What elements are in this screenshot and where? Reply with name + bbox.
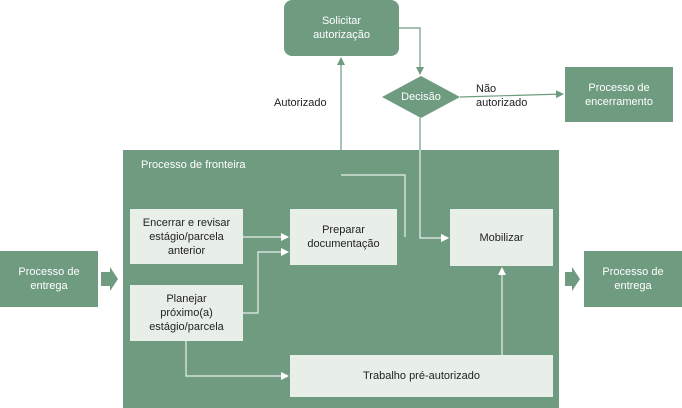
decisao-label: Decisão (401, 91, 441, 103)
encerrar-revisar-node[interactable]: Encerrar e revisar estágio/parcela anter… (130, 209, 243, 264)
processo-entrega-right-node[interactable]: Processo de entrega (584, 251, 682, 307)
mobilizar-node[interactable]: Mobilizar (450, 209, 553, 266)
solicitar-autorizacao-node[interactable]: Solicitar autorização (284, 0, 399, 56)
edge-decisao-to-mobilizar (419, 118, 449, 242)
trabalho-pre-autorizado-node[interactable]: Trabalho pré-autorizado (290, 355, 553, 397)
planejar-node[interactable]: Planejar próximo(a) estágio/parcela (130, 285, 243, 341)
boundary-process-title: Processo de fronteira (141, 159, 246, 171)
edge-planejar-to-trabalho (185, 341, 289, 380)
processo-entrega-left-node[interactable]: Processo de entrega (0, 251, 98, 307)
decisao-diamond[interactable] (382, 76, 460, 118)
autorizado-label: Autorizado (274, 97, 327, 109)
processo-encerramento-node[interactable]: Processo de encerramento (565, 67, 673, 122)
nao-autorizado-label: Não autorizado (476, 83, 528, 109)
edge-planejar-to-preparar (243, 248, 289, 314)
entrega-right-arrow (565, 267, 580, 291)
edge-preparar-to-solicitar (337, 57, 406, 238)
entrega-left-arrow (101, 267, 118, 291)
edge-decisao-to-encerramento (459, 90, 564, 99)
preparar-documentacao-node[interactable]: Preparar documentação (290, 209, 397, 265)
edge-solicitar-to-decisao (399, 27, 424, 75)
